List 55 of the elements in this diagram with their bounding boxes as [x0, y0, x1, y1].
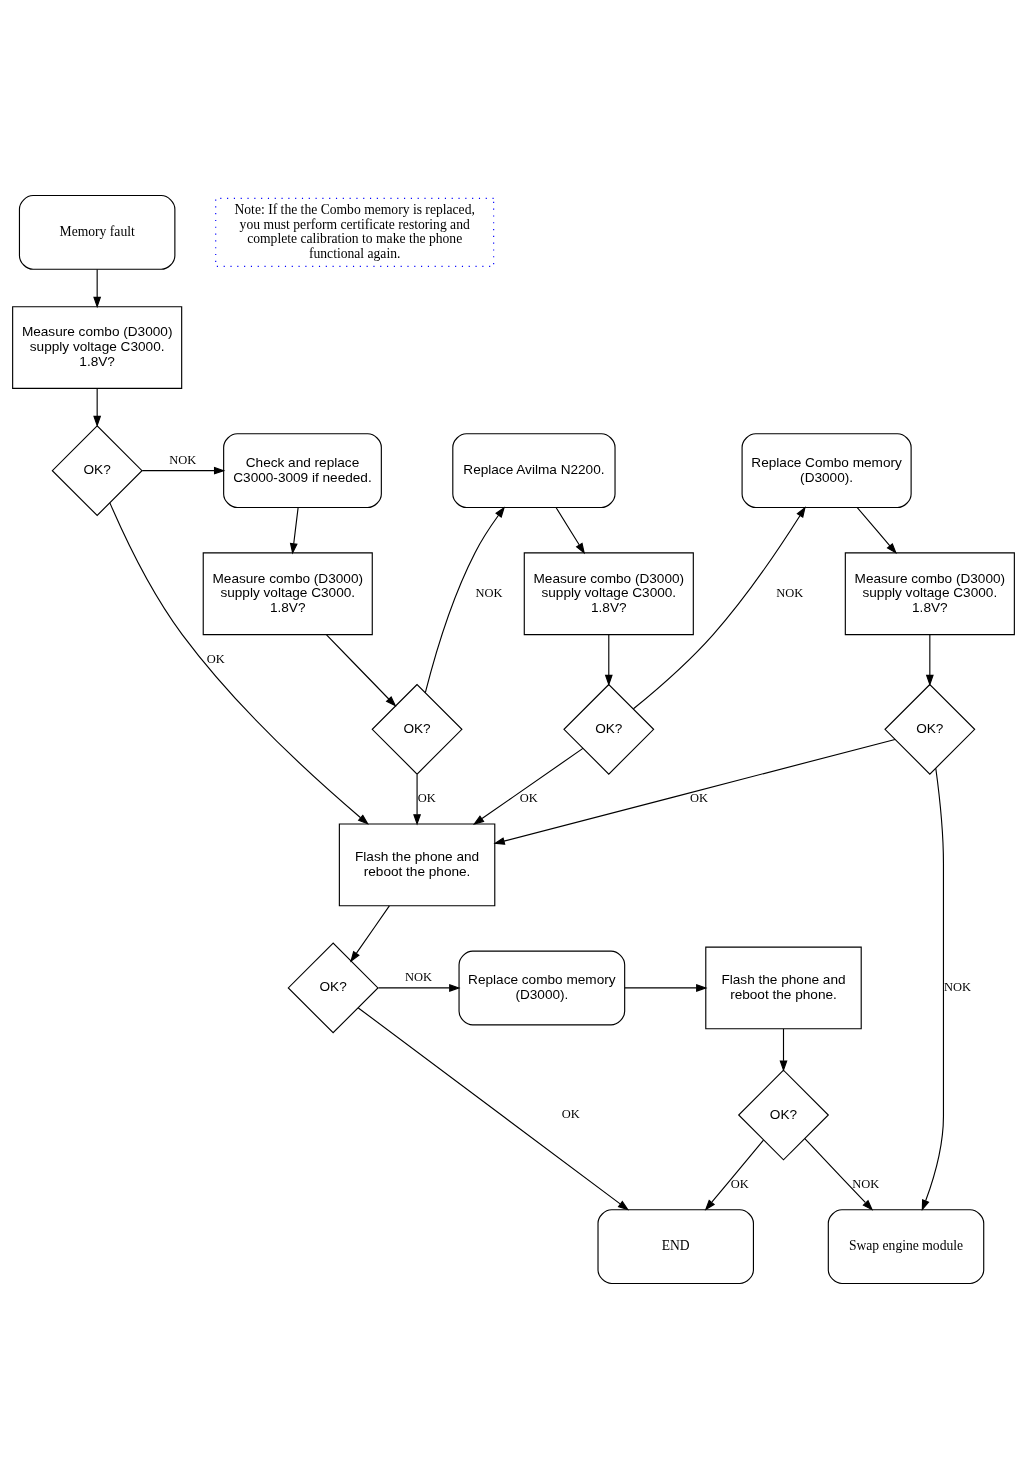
arrow: [925, 634, 934, 687]
node-box: Swap engine module: [827, 1209, 985, 1285]
arrow: [413, 773, 422, 826]
node-box: Note: If the the Combo memory is replaced, you must perform certificate restoring and complete calibration to make the phone functional again.: [215, 197, 495, 267]
arrow: [604, 634, 613, 687]
node-box: Measure combo (D3000) supply voltage C3000. 1.8V?: [202, 552, 373, 636]
arrow: [779, 1028, 788, 1072]
node-diamond: OK?: [51, 425, 143, 517]
node-box: Flash the phone and reboot the phone.: [338, 823, 496, 907]
node-box: END: [597, 1209, 754, 1285]
arrow: [921, 767, 944, 1212]
node-box: Replace combo memory (D3000).: [458, 950, 626, 1026]
arrow: [93, 388, 102, 428]
edge-label: OK: [730, 1176, 749, 1191]
arrow: [289, 507, 299, 555]
arrow: [93, 269, 102, 309]
arrow: [555, 507, 586, 555]
node-box: Flash the phone and reboot the phone.: [705, 946, 862, 1030]
arrow: [856, 507, 897, 555]
node-diamond: OK?: [371, 683, 463, 775]
edge-label: NOK: [776, 585, 804, 600]
edge-label: OK: [519, 791, 538, 806]
edge-label: OK: [561, 1107, 580, 1122]
arrow: [804, 1138, 874, 1211]
edge-label: OK: [206, 651, 225, 666]
node-diamond: OK?: [884, 683, 976, 775]
edge-label: NOK: [852, 1176, 880, 1191]
arrow: [357, 1007, 630, 1211]
edge-label: NOK: [404, 969, 432, 984]
arrow: [141, 466, 226, 475]
arrow: [632, 506, 806, 710]
arrow: [325, 634, 397, 707]
node-box: Measure combo (D3000) supply voltage C3000. 1.8V?: [844, 552, 1015, 636]
arrow: [493, 738, 896, 845]
node-diamond: OK?: [287, 942, 379, 1034]
node-box: Memory fault: [18, 194, 176, 270]
arrow: [377, 983, 461, 992]
edge-label: NOK: [169, 452, 197, 467]
arrow: [624, 983, 708, 992]
node-box: Measure combo (D3000) supply voltage C3000. 1.8V?: [12, 306, 183, 389]
edge-label: NOK: [475, 585, 503, 600]
arrow: [350, 905, 390, 963]
edge-label: OK: [689, 791, 708, 806]
arrow: [424, 506, 506, 694]
edge-label: OK: [417, 791, 436, 806]
node-box: Replace Avilma N2200.: [452, 433, 616, 509]
arrow: [109, 502, 369, 825]
node-box: Check and replace C3000-3009 if needed.: [223, 433, 382, 509]
arrow: [704, 1139, 765, 1211]
arrow: [472, 747, 584, 825]
node-diamond: OK?: [563, 683, 655, 775]
node-box: Measure combo (D3000) supply voltage C3000. 1.8V?: [523, 552, 694, 636]
edge-label: NOK: [944, 980, 972, 995]
node-box: Replace Combo memory (D3000).: [741, 433, 912, 509]
node-diamond: OK?: [737, 1069, 830, 1161]
